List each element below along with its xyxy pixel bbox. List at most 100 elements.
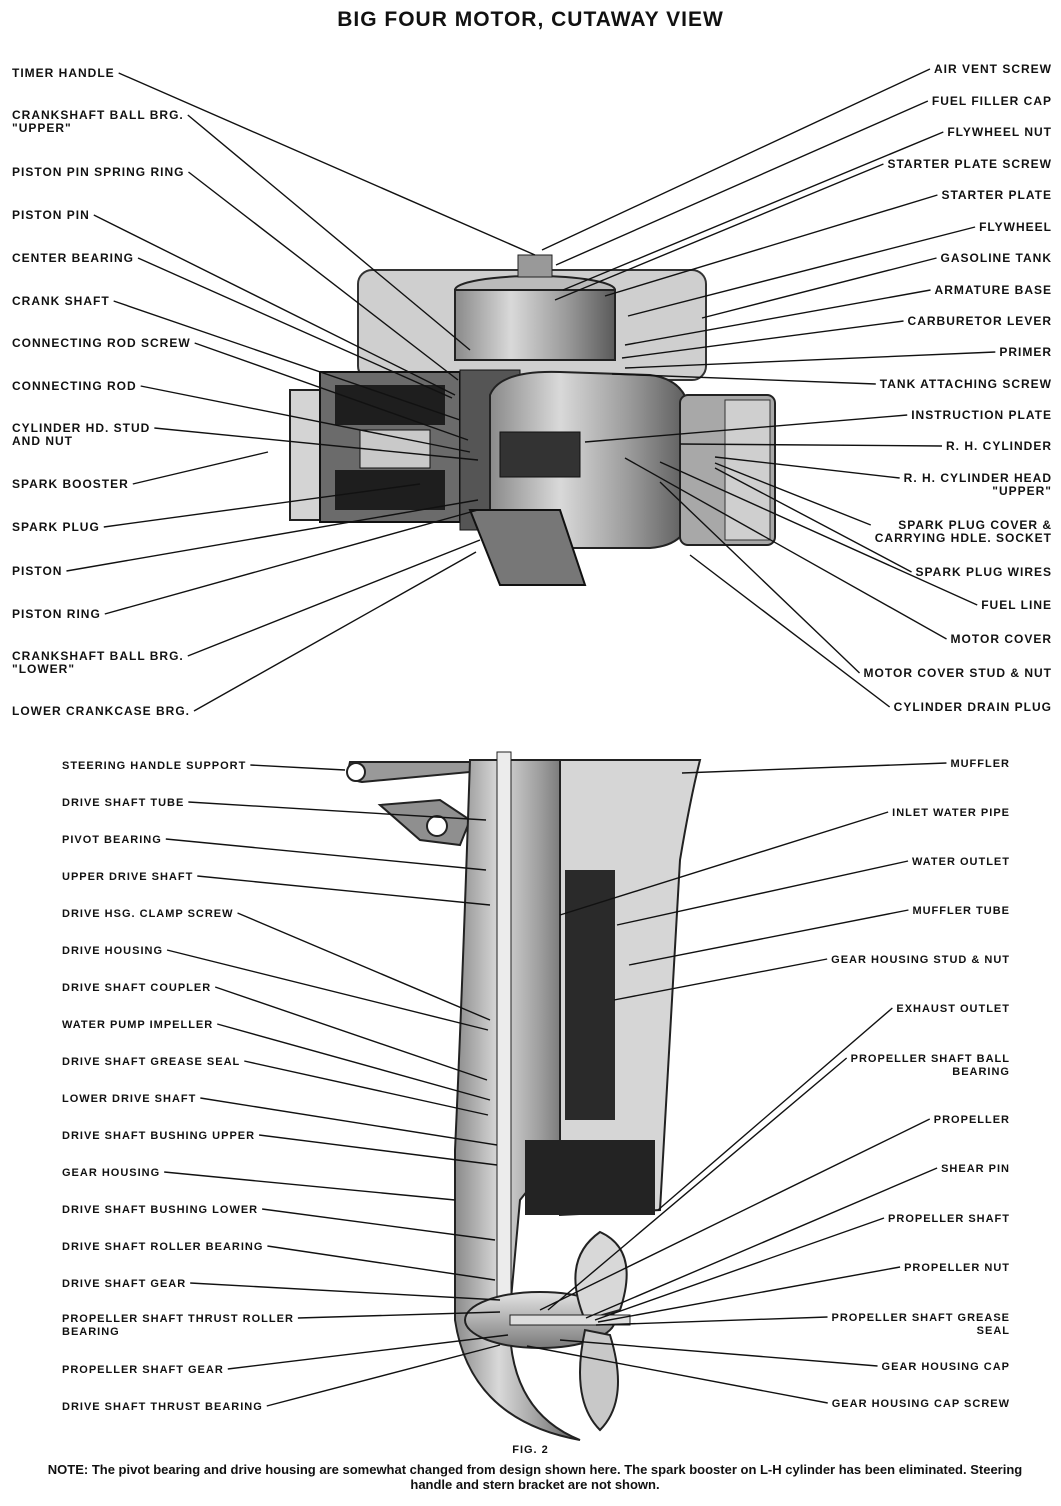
label-primer-line: PRIMER (999, 345, 1052, 359)
footnote: NOTE: The pivot bearing and drive housin… (30, 1462, 1040, 1492)
label-propeller: PROPELLER (934, 1114, 1010, 1126)
label-gear-housing-stud-nut: GEAR HOUSING STUD & NUT (831, 954, 1010, 966)
leader-starter-plate-screw (554, 163, 884, 301)
label-cylinder-hd-stud-and-nut-line: AND NUT (12, 434, 73, 448)
label-cylinder-drain-plug-line: CYLINDER DRAIN PLUG (894, 700, 1052, 714)
label-gear-housing-line: GEAR HOUSING (62, 1167, 160, 1179)
label-drive-housing-line: DRIVE HOUSING (62, 945, 163, 957)
label-crank-shaft-line: CRANK SHAFT (12, 294, 110, 308)
label-piston-ring-line: PISTON RING (12, 607, 101, 621)
label-connecting-rod-screw-line: CONNECTING ROD SCREW (12, 336, 191, 350)
leader-motor-cover (624, 457, 947, 640)
leader-propeller-shaft-ball-bearing (547, 1057, 848, 1311)
label-primer: PRIMER (999, 345, 1052, 359)
label-motor-cover: MOTOR COVER (951, 632, 1052, 646)
label-r-h-cylinder-head-upper-line: "UPPER" (992, 484, 1052, 498)
label-crankshaft-ball-brg-upper-line: "UPPER" (12, 121, 72, 135)
label-propeller-nut: PROPELLER NUT (904, 1262, 1010, 1274)
label-connecting-rod-screw: CONNECTING ROD SCREW (12, 336, 191, 350)
leader-steering-handle-support (250, 764, 346, 771)
label-carburetor-lever-line: CARBURETOR LEVER (908, 314, 1052, 328)
label-propeller-shaft-grease-seal-line: SEAL (977, 1325, 1010, 1337)
label-steering-handle-support: STEERING HANDLE SUPPORT (62, 760, 246, 772)
label-drive-housing: DRIVE HOUSING (62, 945, 163, 957)
label-spark-plug-cover-carrying-hdle-socket: SPARK PLUG COVER &CARRYING HDLE. SOCKET (875, 518, 1052, 545)
label-gear-housing-cap-line: GEAR HOUSING CAP (882, 1361, 1010, 1373)
instruction-plate-shape (499, 431, 581, 478)
leader-gear-housing (164, 1171, 456, 1201)
label-propeller-shaft-grease-seal-line: PROPELLER SHAFT GREASE (832, 1312, 1010, 1324)
leader-spark-plug-wires (714, 467, 912, 573)
label-propeller-nut-line: PROPELLER NUT (904, 1262, 1010, 1274)
flywheel-nut-shape (517, 254, 553, 278)
label-lower-crankcase-brg-line: LOWER CRANKCASE BRG. (12, 704, 190, 718)
label-crank-shaft: CRANK SHAFT (12, 294, 110, 308)
label-spark-plug-wires-line: SPARK PLUG WIRES (916, 565, 1052, 579)
drive-housing-shape (454, 759, 581, 1441)
label-drive-shaft-coupler-line: DRIVE SHAFT COUPLER (62, 982, 211, 994)
label-spark-plug-line: SPARK PLUG (12, 520, 100, 534)
lower-unit-illustration (346, 751, 702, 1441)
leader-piston (66, 499, 479, 572)
label-timer-handle: TIMER HANDLE (12, 66, 115, 80)
label-propeller-shaft-gear-line: PROPELLER SHAFT GEAR (62, 1364, 224, 1376)
page-title: BIG FOUR MOTOR, CUTAWAY VIEW (337, 8, 724, 31)
label-exhaust-outlet-line: EXHAUST OUTLET (896, 1003, 1010, 1015)
leader-armature-base (624, 289, 931, 346)
label-drive-shaft-grease-seal-line: DRIVE SHAFT GREASE SEAL (62, 1056, 240, 1068)
lower-crankcase-shape (468, 509, 587, 586)
leader-crankshaft-ball-brg-lower (187, 539, 481, 657)
label-inlet-water-pipe: INLET WATER PIPE (892, 807, 1010, 819)
label-piston-pin-line: PISTON PIN (12, 208, 90, 222)
leader-drive-shaft-thrust-bearing (266, 1344, 501, 1407)
label-drive-shaft-roller-bearing: DRIVE SHAFT ROLLER BEARING (62, 1241, 263, 1253)
label-spark-booster: SPARK BOOSTER (12, 477, 129, 491)
label-tank-attaching-screw-line: TANK ATTACHING SCREW (880, 377, 1052, 391)
label-exhaust-outlet: EXHAUST OUTLET (896, 1003, 1010, 1015)
leader-center-bearing (137, 257, 453, 399)
leader-gear-housing-cap (559, 1339, 878, 1367)
propeller-shaft-shape (509, 1314, 631, 1326)
leader-fuel-filler-cap (555, 100, 929, 266)
label-flywheel-line: FLYWHEEL (979, 220, 1052, 234)
label-piston-line: PISTON (12, 564, 62, 578)
label-flywheel: FLYWHEEL (979, 220, 1052, 234)
leader-piston-pin-spring-ring (188, 171, 459, 381)
leader-gear-housing-stud-nut (613, 958, 828, 1001)
leader-inlet-water-pipe (559, 811, 889, 916)
label-muffler-line: MUFFLER (950, 758, 1010, 770)
label-center-bearing-line: CENTER BEARING (12, 251, 134, 265)
label-muffler-tube: MUFFLER TUBE (912, 905, 1010, 917)
label-crankshaft-ball-brg-upper-line: CRANKSHAFT BALL BRG. (12, 108, 184, 122)
label-spark-plug-cover-carrying-hdle-socket-line: SPARK PLUG COVER & (898, 518, 1052, 532)
leader-cylinder-drain-plug (689, 554, 891, 708)
label-propeller-line: PROPELLER (934, 1114, 1010, 1126)
leader-air-vent-screw (541, 68, 931, 251)
label-piston-pin-spring-ring: PISTON PIN SPRING RING (12, 165, 184, 179)
leader-propeller-shaft-gear (227, 1334, 509, 1370)
leader-spark-booster (132, 451, 269, 485)
leader-gasoline-tank (701, 257, 937, 319)
label-propeller-shaft-thrust-roller-bearing-line: PROPELLER SHAFT THRUST ROLLER (62, 1313, 294, 1325)
label-drive-shaft-coupler: DRIVE SHAFT COUPLER (62, 982, 211, 994)
label-spark-plug: SPARK PLUG (12, 520, 100, 534)
pivot-bracket-shape (377, 798, 472, 847)
label-drive-hsg-clamp-screw-line: DRIVE HSG. CLAMP SCREW (62, 908, 234, 920)
leader-starter-plate (604, 194, 938, 297)
leader-exhaust-outlet (657, 1007, 893, 1211)
label-armature-base-line: ARMATURE BASE (935, 283, 1052, 297)
label-spark-booster-line: SPARK BOOSTER (12, 477, 129, 491)
leader-piston-pin (93, 214, 456, 396)
label-drive-shaft-tube: DRIVE SHAFT TUBE (62, 797, 184, 809)
label-piston: PISTON (12, 564, 62, 578)
label-drive-shaft-thrust-bearing-line: DRIVE SHAFT THRUST BEARING (62, 1401, 263, 1413)
leader-drive-shaft-coupler (214, 986, 488, 1081)
label-drive-shaft-bushing-upper: DRIVE SHAFT BUSHING UPPER (62, 1130, 255, 1142)
leader-drive-hsg-clamp-screw (237, 912, 491, 1021)
leader-drive-shaft-tube (188, 801, 487, 821)
label-lower-drive-shaft: LOWER DRIVE SHAFT (62, 1093, 196, 1105)
